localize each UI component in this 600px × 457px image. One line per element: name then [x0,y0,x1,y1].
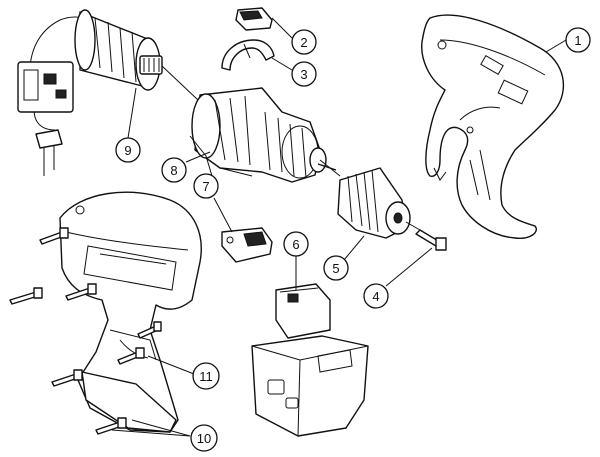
callout-11: 11 [192,362,220,390]
callout-10: 10 [190,424,218,452]
callout-6: 6 [283,231,309,257]
battery-pack [251,283,369,437]
callout-3: 3 [291,61,317,87]
callout-4-label: 4 [372,289,379,304]
lock-button [221,227,273,263]
callout-5-label: 5 [332,261,339,276]
callout-7: 7 [193,173,219,199]
gearbox-assembly [189,87,327,183]
housing-screws [9,227,162,435]
motor-assembly [17,9,163,176]
housing-right-half [421,14,565,240]
callout-2: 2 [291,29,317,55]
callout-9: 9 [115,137,141,163]
callout-7-label: 7 [202,179,209,194]
switch-cap [235,7,273,31]
callout-2-label: 2 [300,35,307,50]
housing-left-half [59,191,202,433]
spring-clip [221,39,275,71]
callout-4: 4 [363,283,389,309]
callout-9-label: 9 [124,143,131,158]
callout-5: 5 [323,255,349,281]
callout-10-label: 10 [197,431,211,446]
callout-1-label: 1 [574,33,581,48]
callout-3-label: 3 [300,67,307,82]
callout-8-label: 8 [170,163,177,178]
callout-11-label: 11 [199,369,213,384]
leader-lines [111,17,567,437]
callout-6-label: 6 [292,237,299,252]
callout-8: 8 [161,157,187,183]
chuck [317,163,411,239]
callout-1: 1 [565,27,591,53]
chuck-screw [415,229,447,251]
